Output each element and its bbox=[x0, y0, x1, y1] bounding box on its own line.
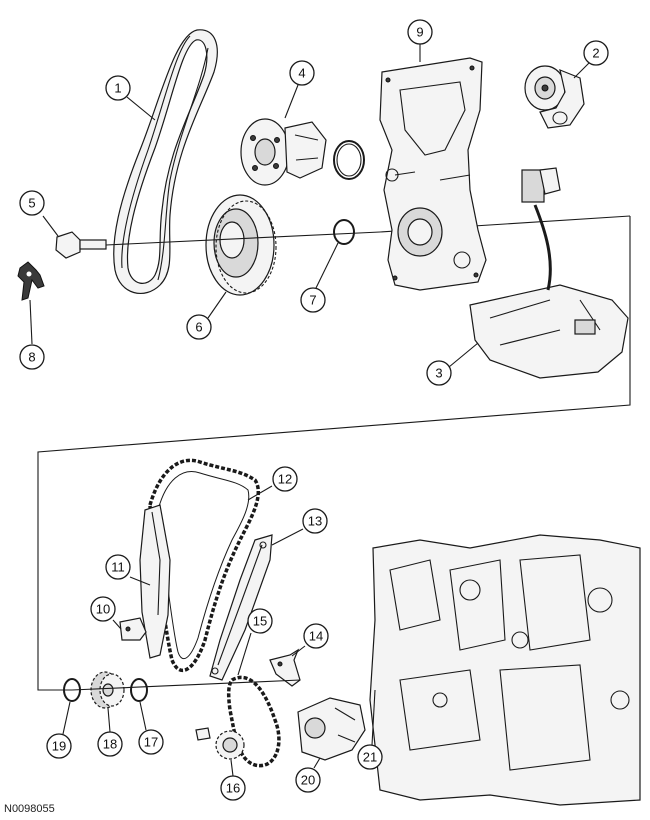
crankshaft-bolt-part bbox=[55, 231, 107, 259]
callout-3: 3 bbox=[426, 360, 452, 386]
callout-8: 8 bbox=[19, 344, 45, 370]
callout-12: 12 bbox=[272, 466, 298, 492]
callout-13: 13 bbox=[302, 508, 328, 534]
engine-front-cover-part bbox=[379, 57, 487, 291]
callout-10: 10 bbox=[90, 596, 116, 622]
svg-text:18: 18 bbox=[103, 737, 117, 752]
svg-text:15: 15 bbox=[253, 614, 267, 629]
svg-text:12: 12 bbox=[278, 472, 292, 487]
chain-guide-right-part bbox=[209, 534, 273, 681]
svg-text:19: 19 bbox=[52, 739, 66, 754]
svg-text:13: 13 bbox=[308, 514, 322, 529]
figure-reference-code: N0098055 bbox=[4, 803, 55, 815]
svg-text:1: 1 bbox=[114, 81, 121, 96]
oil-pump-sprocket-part bbox=[195, 727, 245, 760]
callout-4: 4 bbox=[289, 60, 315, 86]
callout-20: 20 bbox=[295, 767, 321, 793]
lower-crank-axis-line bbox=[71, 679, 301, 691]
callout-5: 5 bbox=[19, 190, 45, 216]
crankshaft-sprocket-part bbox=[90, 671, 125, 709]
svg-text:20: 20 bbox=[301, 773, 315, 788]
crank-sprocket-spacer-part bbox=[130, 678, 148, 702]
svg-text:8: 8 bbox=[28, 350, 35, 365]
oil-pump-chain-part bbox=[226, 675, 281, 768]
callout-18: 18 bbox=[97, 731, 123, 757]
crankshaft-pulley-part bbox=[205, 194, 277, 296]
callout-19: 19 bbox=[46, 733, 72, 759]
svg-text:2: 2 bbox=[592, 46, 599, 61]
callout-2: 2 bbox=[583, 40, 609, 66]
callout-14: 14 bbox=[303, 623, 329, 649]
chain-guide-left-part bbox=[139, 504, 171, 659]
svg-text:9: 9 bbox=[416, 25, 423, 40]
oil-pump-part bbox=[297, 697, 366, 761]
svg-text:4: 4 bbox=[298, 66, 305, 81]
svg-text:17: 17 bbox=[144, 735, 158, 750]
timing-chain-part bbox=[148, 458, 261, 673]
callout-17: 17 bbox=[138, 729, 164, 755]
callout-1: 1 bbox=[105, 75, 131, 101]
belt-tensioner-part bbox=[524, 65, 585, 129]
svg-text:14: 14 bbox=[309, 629, 323, 644]
tensioner-arm-part bbox=[269, 648, 301, 687]
callout-11: 11 bbox=[105, 554, 131, 580]
crankshaft-seal-part bbox=[333, 219, 355, 245]
callout-9: 9 bbox=[407, 19, 433, 45]
callout-6: 6 bbox=[186, 314, 212, 340]
svg-text:3: 3 bbox=[435, 366, 442, 381]
fuel-pump-part bbox=[469, 167, 629, 379]
callout-15: 15 bbox=[247, 608, 273, 634]
svg-text:11: 11 bbox=[111, 560, 125, 575]
cylinder-block-part bbox=[369, 534, 641, 806]
callout-16: 16 bbox=[220, 775, 246, 801]
svg-text:6: 6 bbox=[195, 320, 202, 335]
callout-21: 21 bbox=[357, 744, 383, 770]
svg-text:7: 7 bbox=[309, 293, 316, 308]
svg-text:16: 16 bbox=[226, 781, 240, 796]
water-pump-part bbox=[240, 118, 327, 186]
svg-text:5: 5 bbox=[28, 196, 35, 211]
svg-text:10: 10 bbox=[96, 602, 110, 617]
chain-tensioner-part bbox=[119, 617, 147, 641]
leader-lines bbox=[29, 44, 590, 777]
holding-tool-part bbox=[17, 261, 45, 301]
pump-o-ring-part bbox=[333, 140, 365, 180]
callout-7: 7 bbox=[300, 287, 326, 313]
svg-text:21: 21 bbox=[363, 750, 377, 765]
drive-belt-part bbox=[113, 29, 218, 294]
